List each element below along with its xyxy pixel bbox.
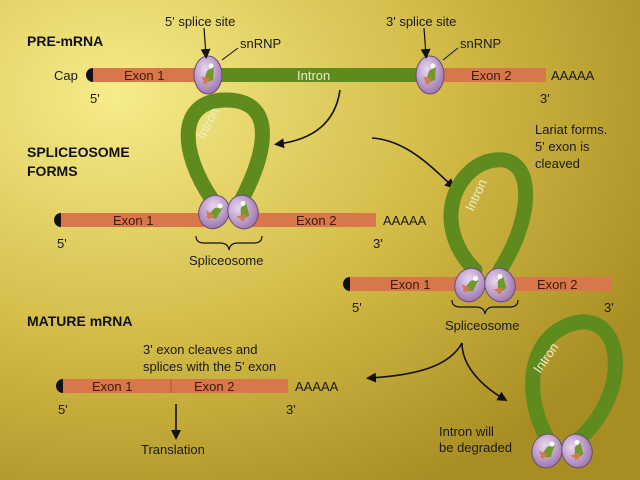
exon1-label: Exon 1 [92,379,133,394]
snrnp-icon [193,55,223,95]
five-prime-label: 5' [90,91,100,106]
cap-icon [56,379,63,393]
snrnp-label: snRNP [240,36,282,51]
degraded-note-line2: be degraded [439,440,513,455]
five-splice-site-label: 5' splice site [165,14,236,29]
five-prime-label: 5' [352,300,362,315]
exon1-segment [63,379,171,393]
snrnp-label: snRNP [460,36,502,51]
pre-mrna-strand [86,27,546,95]
intron-loop [180,92,270,209]
snrnp-icon [227,194,259,230]
five-prime-label: 5' [58,402,68,417]
cap-icon [54,213,61,227]
cap-icon [86,68,93,82]
intron-loop [525,314,623,448]
translation-label: Translation [141,442,205,457]
snrnp-icon [561,433,593,469]
exon1-label: Exon 1 [113,213,154,228]
heading-forms: FORMS [27,163,78,179]
arrow-to-degraded [461,342,508,402]
spliceosome-bracket [451,299,519,315]
three-splice-site-label: 3' splice site [386,14,457,29]
snrnp-icon [531,433,563,469]
spliceosome-label: Spliceosome [445,318,520,333]
spliceosome-strand [54,92,376,251]
pointer-arrow [420,27,431,59]
three-prime-label: 3' [286,402,296,417]
cap-icon [343,277,350,291]
poly-a-label: AAAAA [295,379,339,394]
heading-mature-mrna: MATURE mRNA [27,313,133,329]
poly-a-label: AAAAA [383,213,427,228]
exon2-label: Exon 2 [296,213,337,228]
spliceosome-label: Spliceosome [189,253,264,268]
exon1-segment [350,277,466,291]
spliceosome-bracket [195,235,263,251]
three-prime-label: 3' [540,91,550,106]
lariat-note-line3: cleaved [535,156,580,171]
exon2-segment [171,379,288,393]
pointer-line [442,47,459,61]
lariat-note-line1: Lariat forms. [535,122,608,137]
intron-segment [197,68,431,82]
snrnp-icon [198,194,230,230]
exon2-label: Exon 2 [471,68,512,83]
exon1-segment [61,213,209,227]
arrow-to-mature [366,342,463,383]
snrnp-icon [454,267,486,303]
cap-label: Cap [54,68,78,83]
snrnp-icon [484,267,516,303]
intron-loop [443,152,534,278]
five-prime-label: 5' [57,236,67,251]
mature-note-line2: splices with the 5' exon [143,359,277,374]
arrow-to-spliceosome [274,89,341,149]
exon2-segment [511,277,612,291]
exon2-segment [431,68,546,82]
lariat-note-line2: 5' exon is [535,139,590,154]
exon2-label: Exon 2 [194,379,235,394]
exon1-label: Exon 1 [390,277,431,292]
heading-spliceosome: SPLICEOSOME [27,144,130,160]
mature-mrna-strand [56,379,288,393]
degraded-note-line1: Intron will [439,424,494,439]
three-prime-label: 3' [373,236,383,251]
exon1-label: Exon 1 [124,68,165,83]
heading-pre-mrna: PRE-mRNA [27,33,104,49]
exon2-label: Exon 2 [537,277,578,292]
exon2-segment [246,213,376,227]
mature-note-line1: 3' exon cleaves and [143,342,258,357]
arrow-to-lariat [371,137,455,189]
intron-label: Intron [297,68,331,83]
lariat-strand [343,152,612,315]
exon1-segment [93,68,197,82]
degraded-lariat [525,314,623,469]
snrnp-icon [415,55,445,95]
pointer-line [221,47,239,61]
poly-a-label: AAAAA [551,68,595,83]
pointer-arrow [200,27,211,59]
three-prime-label: 3' [604,300,614,315]
